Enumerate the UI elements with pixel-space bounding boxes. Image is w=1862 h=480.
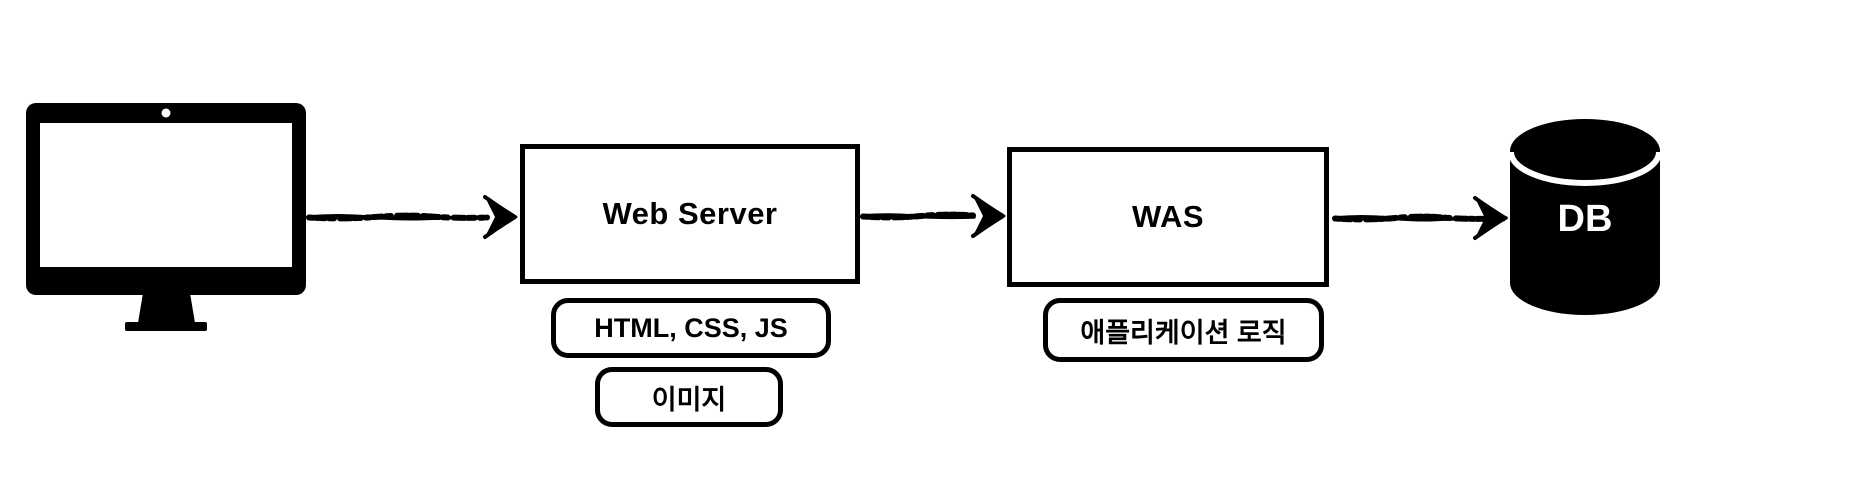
web-server-node: Web Server: [520, 144, 860, 284]
webserver-images-label: 이미지: [651, 384, 727, 415]
was-node: WAS: [1007, 147, 1329, 287]
web-server-label: Web Server: [602, 196, 778, 231]
arrow-client-to-webserver-icon: [306, 195, 518, 239]
arrow-was-to-db-icon: [1332, 196, 1508, 240]
monitor-stand: [138, 293, 195, 323]
db-label: DB: [1558, 198, 1613, 240]
webserver-assets-pill: HTML, CSS, JS: [551, 298, 831, 358]
webserver-assets-label: HTML, CSS, JS: [594, 312, 788, 343]
webserver-images-pill: 이미지: [595, 367, 783, 427]
database-cylinder-icon: DB: [1510, 119, 1660, 315]
desktop-monitor-icon: [26, 103, 306, 331]
camera-dot: [161, 108, 171, 118]
was-logic-pill: 애플리케이션 로직: [1043, 298, 1324, 362]
arrow-webserver-to-was-icon: [860, 194, 1006, 238]
was-label: WAS: [1131, 199, 1205, 234]
was-logic-label: 애플리케이션 로직: [1080, 317, 1287, 348]
cylinder-lid-line: [1510, 151, 1660, 186]
monitor-base: [125, 322, 207, 331]
